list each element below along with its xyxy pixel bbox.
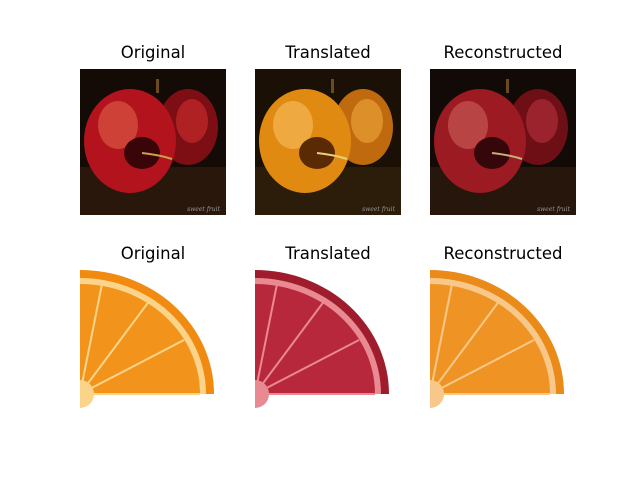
svg-text:sweet fruit: sweet fruit: [187, 206, 221, 213]
svg-text:sweet fruit: sweet fruit: [362, 206, 396, 213]
panel-title: Translated: [285, 244, 371, 263]
red-apples-image: sweet fruit: [80, 69, 226, 215]
panel-title: Original: [120, 244, 186, 263]
panel-title: Reconstructed: [443, 244, 563, 263]
panel-title: Reconstructed: [443, 43, 563, 62]
svg-text:sweet fruit: sweet fruit: [537, 206, 571, 213]
orange-slice-image: [80, 270, 226, 416]
orange-reconstructed-svg: [430, 270, 576, 416]
panel-title: Translated: [285, 43, 371, 62]
apple-svg: sweet fruit: [80, 69, 226, 215]
orange-apples-image: sweet fruit: [255, 69, 401, 215]
panel-title: Original: [120, 43, 186, 62]
orange-svg: [80, 270, 226, 416]
apple-translated-svg: sweet fruit: [255, 69, 401, 215]
grapefruit-svg: [255, 270, 401, 416]
orange-slice-reconstructed-image: [430, 270, 576, 416]
apple-reconstructed-svg: sweet fruit: [430, 69, 576, 215]
red-apples-reconstructed-image: sweet fruit: [430, 69, 576, 215]
grapefruit-slice-image: [255, 270, 401, 416]
